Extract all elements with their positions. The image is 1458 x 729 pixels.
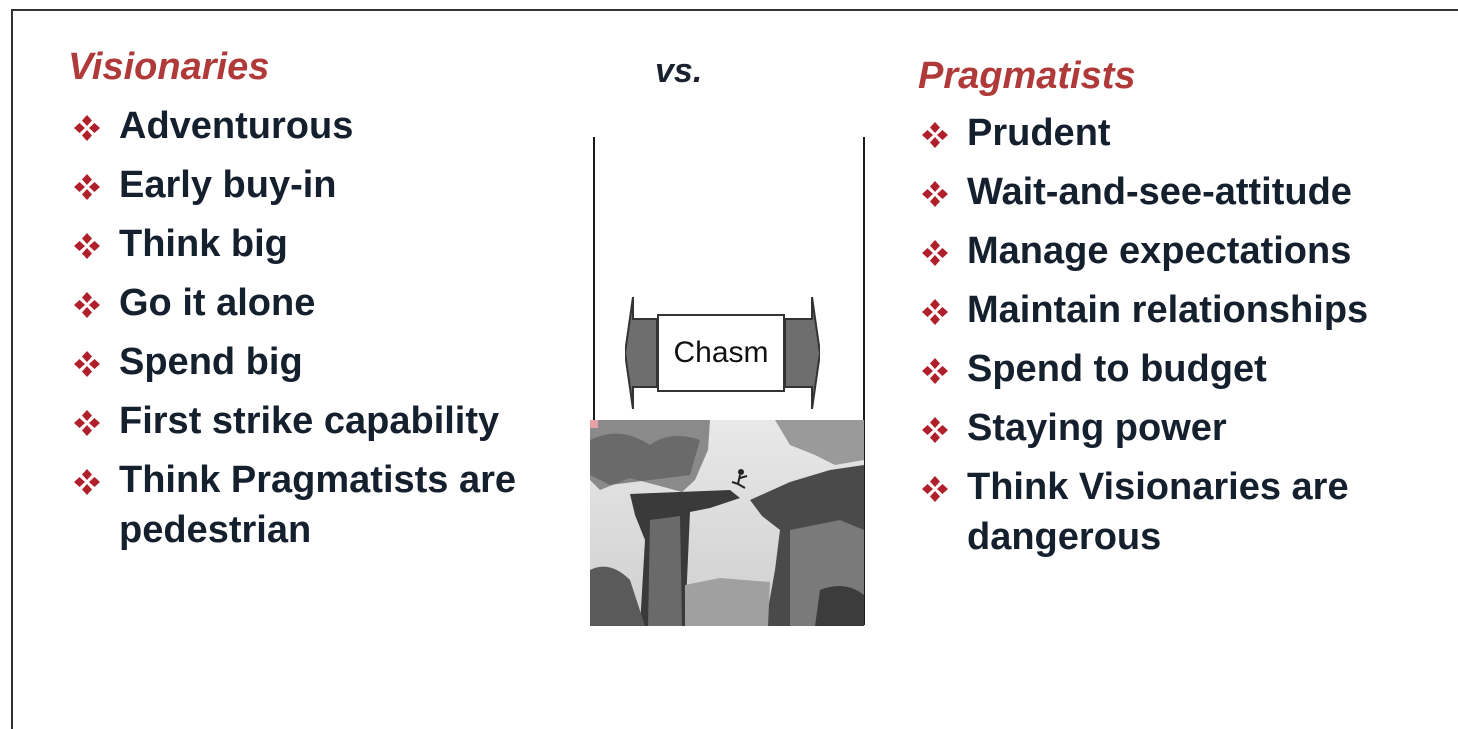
diamond-bullet-icon bbox=[74, 351, 100, 377]
list-item-label: Spend to budget bbox=[967, 348, 1267, 390]
list-item: Prudent bbox=[920, 108, 1450, 158]
diamond-bullet-icon bbox=[74, 469, 100, 495]
list-item: Manage expectations bbox=[920, 226, 1450, 276]
diamond-bullet-icon bbox=[74, 233, 100, 259]
diamond-bullet-icon bbox=[922, 240, 948, 266]
list-item-label: Early buy-in bbox=[119, 164, 337, 206]
chasm-leap-photo bbox=[590, 420, 864, 626]
list-item-label: Spend big bbox=[119, 341, 303, 383]
list-item-label: Think big bbox=[119, 223, 288, 265]
double-arrow-icon bbox=[625, 297, 820, 409]
pragmatists-heading: Pragmatists bbox=[918, 55, 1136, 97]
list-item: Wait-and-see-attitude bbox=[920, 167, 1450, 217]
list-item-label: Prudent bbox=[967, 112, 1111, 154]
list-item: Think Visionaries are dangerous bbox=[920, 462, 1450, 562]
list-item: Spend big bbox=[72, 337, 592, 387]
left-divider bbox=[593, 137, 595, 422]
diamond-bullet-icon bbox=[922, 476, 948, 502]
list-item-label: Staying power bbox=[967, 407, 1227, 449]
list-item-label: Adventurous bbox=[119, 105, 354, 147]
diamond-bullet-icon bbox=[74, 292, 100, 318]
diamond-bullet-icon bbox=[74, 410, 100, 436]
diamond-bullet-icon bbox=[922, 181, 948, 207]
list-item: Adventurous bbox=[72, 101, 592, 151]
list-item: Maintain relationships bbox=[920, 285, 1450, 335]
diamond-bullet-icon bbox=[922, 417, 948, 443]
chasm-label: Chasm bbox=[657, 314, 785, 392]
list-item-label: First strike capability bbox=[119, 400, 500, 442]
pragmatists-list: Prudent Wait-and-see-attitude Manage exp… bbox=[920, 108, 1450, 571]
visionaries-list: Adventurous Early buy-in Think big Go it… bbox=[72, 101, 592, 564]
list-item: Go it alone bbox=[72, 278, 592, 328]
diamond-bullet-icon bbox=[922, 358, 948, 384]
right-divider bbox=[863, 137, 865, 625]
list-item: Think Pragmatists are pedestrian bbox=[72, 455, 592, 555]
list-item-label: Wait-and-see-attitude bbox=[967, 171, 1352, 213]
diamond-bullet-icon bbox=[74, 174, 100, 200]
slide-frame bbox=[11, 9, 1458, 729]
chasm-arrow: Chasm bbox=[625, 297, 820, 409]
diamond-bullet-icon bbox=[922, 299, 948, 325]
list-item: Early buy-in bbox=[72, 160, 592, 210]
diamond-bullet-icon bbox=[922, 122, 948, 148]
list-item: Staying power bbox=[920, 403, 1450, 453]
list-item: First strike capability bbox=[72, 396, 592, 446]
diamond-bullet-icon bbox=[74, 115, 100, 141]
list-item-label: Think Visionaries are dangerous bbox=[967, 466, 1349, 558]
list-item: Think big bbox=[72, 219, 592, 269]
vs-label: vs. bbox=[655, 52, 703, 90]
visionaries-heading: Visionaries bbox=[68, 46, 270, 88]
list-item-label: Maintain relationships bbox=[967, 289, 1369, 331]
list-item-label: Go it alone bbox=[119, 282, 316, 324]
list-item-label: Manage expectations bbox=[967, 230, 1352, 272]
list-item: Spend to budget bbox=[920, 344, 1450, 394]
list-item-label: Think Pragmatists are pedestrian bbox=[119, 459, 517, 551]
